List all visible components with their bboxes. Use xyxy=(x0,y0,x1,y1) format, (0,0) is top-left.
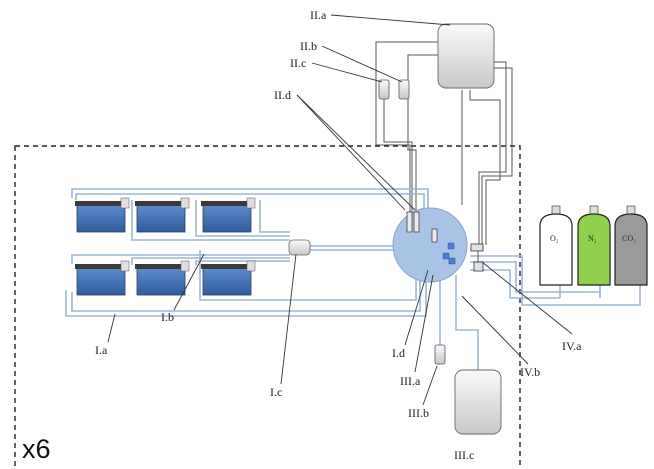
device-iib xyxy=(398,79,410,100)
label-iiic: III.c xyxy=(454,448,475,462)
label-iic: II.c xyxy=(290,56,307,70)
cylinder-co2 xyxy=(614,205,648,286)
label-iid: II.d xyxy=(274,88,291,102)
tubing-blue xyxy=(65,188,641,370)
label-ivb: IV.b xyxy=(520,365,541,379)
tank xyxy=(201,260,256,296)
leader-lines xyxy=(107,14,573,406)
label-iva: IV.a xyxy=(562,339,582,353)
manifold-ic xyxy=(288,239,311,256)
gas-label-co2: CO₂ xyxy=(622,234,636,243)
label-ic: I.c xyxy=(270,385,283,399)
gas-cylinders xyxy=(539,205,648,286)
tank-group xyxy=(75,197,256,296)
label-iia: II.a xyxy=(310,8,327,22)
tank xyxy=(201,197,256,233)
label-iib: II.b xyxy=(300,39,317,53)
device-iic xyxy=(378,79,390,100)
dashed-enclosure xyxy=(14,145,521,469)
label-iiib: III.b xyxy=(408,406,429,420)
gas-label-o2: O₂ xyxy=(550,234,559,243)
device-iiic xyxy=(454,369,502,435)
tank xyxy=(135,260,190,296)
device-iia xyxy=(437,23,495,89)
label-ib: I.b xyxy=(161,310,174,324)
multiplier-label: x6 xyxy=(22,434,51,464)
tubing-upper xyxy=(375,41,513,245)
hub-sensors xyxy=(406,211,456,265)
cylinder-o2 xyxy=(539,205,573,286)
label-id: I.d xyxy=(392,346,405,360)
label-iiia: III.a xyxy=(400,374,421,388)
device-iiib xyxy=(434,344,446,365)
tank xyxy=(75,260,130,296)
tank xyxy=(75,197,130,233)
tank xyxy=(135,197,190,233)
central-hub xyxy=(392,207,468,283)
gas-label-n2: N₂ xyxy=(588,234,597,243)
cylinder-n2 xyxy=(577,205,611,286)
label-ia: I.a xyxy=(95,343,108,357)
valve-iva xyxy=(470,243,484,272)
